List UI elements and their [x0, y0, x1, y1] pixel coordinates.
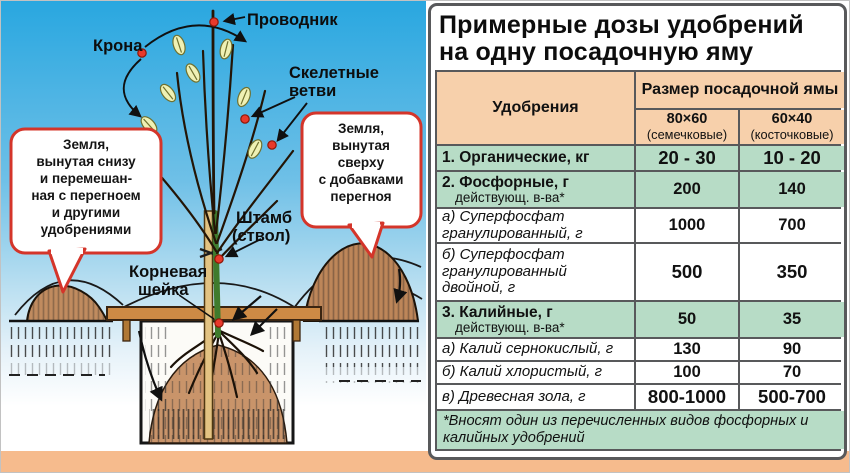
table-title-line1: Примерные дозы удобрений	[439, 11, 804, 39]
row-value: 700	[740, 209, 844, 242]
diagram-labels: Проводник Крона Скелетные ветви Штамб (с…	[93, 11, 379, 299]
annotation-arrows	[122, 13, 408, 402]
callout-right-line: с добавками	[319, 172, 404, 187]
row-value: 100	[636, 362, 738, 383]
row-value: 1000	[636, 209, 738, 242]
row-value: 500-700	[740, 385, 844, 409]
callout-left-line: удобрениями	[41, 222, 132, 237]
sapling-branches	[127, 9, 295, 263]
label-trunk-1: Штамб	[236, 209, 292, 227]
arrow-crown-right	[144, 24, 248, 48]
label-crown: Крона	[93, 37, 143, 55]
callout-left: Земля, вынутая снизу и перемешан- ная с …	[9, 127, 163, 294]
callout-right: Земля, вынутая сверху с добавками перегн…	[300, 111, 423, 259]
row-value: 500	[636, 244, 738, 300]
arrow-leader	[222, 13, 246, 26]
row-label: а) Калий сернокислый, г	[437, 339, 634, 360]
row-value: 20 - 30	[636, 146, 738, 170]
dot-leader	[209, 17, 219, 27]
col-header-stone: 60×40 (косточковые)	[740, 110, 844, 144]
dot-trunk	[214, 254, 224, 264]
row-label: а) Суперфосфат гранулированный, г	[437, 208, 634, 242]
peg-left	[122, 319, 131, 342]
label-leader: Проводник	[247, 11, 338, 29]
row-value: 130	[636, 339, 738, 360]
callout-right-line: сверху	[338, 155, 385, 170]
callout-left-line: Земля,	[63, 137, 109, 152]
pit-kind-2: (косточковые)	[750, 126, 834, 142]
arrow-skeletal-1	[250, 96, 296, 118]
row-value: 200	[636, 172, 738, 207]
row-label: 1. Органические, кг	[437, 146, 634, 170]
callout-left-line: и другими	[52, 205, 120, 220]
fertilizer-table: Удобрения Размер посадочной ямы 80×60 (с…	[435, 70, 844, 451]
callout-left-line: вынутая снизу	[36, 154, 136, 169]
arrow-crown-left	[122, 58, 142, 118]
fertilizer-card: Примерные дозы удобрений на одну посадоч…	[428, 3, 847, 460]
leaves	[140, 34, 263, 159]
dot-crown	[137, 48, 147, 58]
col-header-seed: 80×60 (семечковые)	[636, 110, 738, 144]
arrow-skeletal-2	[276, 102, 308, 142]
dot-skeletal-2	[267, 140, 277, 150]
callout-right-line: вынутая	[332, 138, 390, 153]
row-label: в) Древесная зола, г	[437, 385, 634, 409]
callout-right-line: Земля,	[338, 121, 384, 136]
soil-mound-left	[25, 284, 109, 322]
marker-dots	[137, 17, 277, 328]
row-value: 10 - 20	[740, 146, 844, 170]
sapling	[127, 9, 295, 338]
label-root-collar-2: шейка	[138, 281, 189, 299]
label-skeletal-1: Скелетные	[289, 64, 379, 82]
pit-size-1: 80×60	[666, 111, 708, 128]
dot-skeletal-1	[240, 114, 250, 124]
arrow-to-collar-1	[231, 295, 262, 321]
pit-kind-1: (семечковые)	[646, 126, 728, 142]
peg-right	[292, 319, 301, 342]
row-label: 3. Калийные, г действующ. в-ва*	[437, 302, 634, 337]
row-value: 70	[740, 362, 844, 383]
line-root-collar	[178, 294, 215, 320]
table-title-line2: на одну посадочную яму	[439, 37, 754, 66]
row-value: 35	[740, 302, 844, 337]
row-label: б) Калий хлористый, г	[437, 362, 634, 383]
callout-left-line: и перемешан-	[40, 171, 132, 186]
col-header-fertilizers: Удобрения	[437, 72, 634, 144]
label-trunk-2: (ствол)	[232, 227, 290, 245]
soil-mound-right	[302, 242, 420, 322]
row-value: 90	[740, 339, 844, 360]
ground-surface	[9, 319, 421, 383]
table-title: Примерные дозы удобрений на одну посадоч…	[434, 9, 841, 70]
row-label: б) Суперфосфат гранулированный двойной, …	[437, 244, 634, 300]
planting-diagram-svg: Проводник Крона Скелетные ветви Штамб (с…	[1, 1, 426, 451]
planting-diagram: Проводник Крона Скелетные ветви Штамб (с…	[1, 1, 426, 451]
arrow-right-mound	[393, 268, 408, 304]
arrow-to-collar-2	[249, 308, 278, 337]
arrow-into-pit-left	[137, 330, 163, 402]
col-header-pit-size: Размер посадочной ямы	[636, 72, 844, 108]
label-skeletal-2: ветви	[289, 82, 336, 100]
planting-board	[106, 306, 322, 342]
pit-size-2: 60×40	[771, 111, 813, 128]
row-value: 800-1000	[636, 385, 738, 409]
table-footnote: *Вносят один из перечисленных видов фосф…	[437, 411, 844, 449]
row-label: 2. Фосфорные, г действующ. в-ва*	[437, 172, 634, 207]
arrow-trunk	[224, 238, 262, 258]
callout-left-line: ная с перегноем	[31, 188, 140, 203]
row-value: 50	[636, 302, 738, 337]
row-value: 140	[740, 172, 844, 207]
callout-right-line: перегноя	[330, 189, 391, 204]
label-root-collar-1: Корневая	[129, 263, 207, 281]
dot-root-collar	[214, 318, 224, 328]
row-value: 350	[740, 244, 844, 300]
